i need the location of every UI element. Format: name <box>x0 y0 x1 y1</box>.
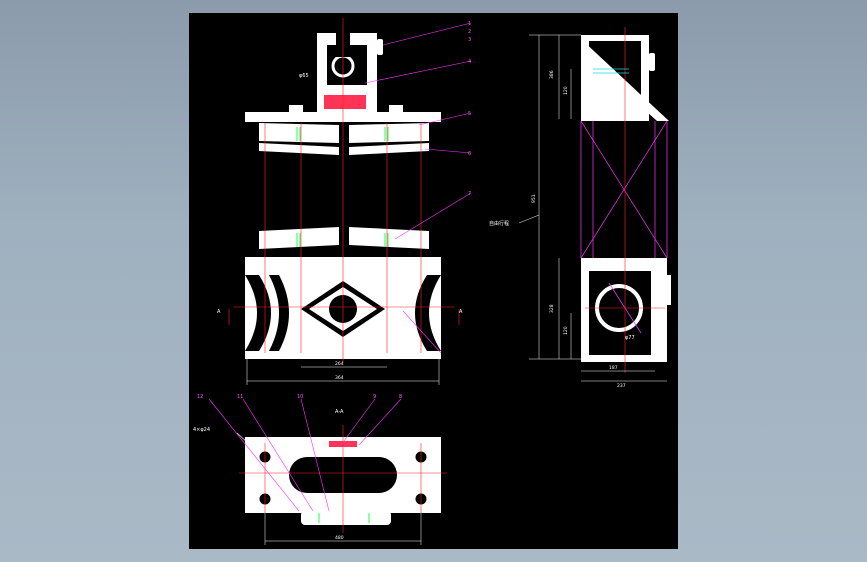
bottom-leaders <box>208 398 402 512</box>
front-bolt-marks <box>296 127 389 247</box>
front-dim-inner: 264 <box>335 361 344 367</box>
part-number-4: 4 <box>468 59 471 65</box>
part-number-7: 7 <box>468 191 471 197</box>
part-number-3: 3 <box>468 37 471 43</box>
side-dim-top-1: 386 <box>549 70 555 79</box>
side-dim-top-2: 120 <box>563 86 569 95</box>
part-number-5: 5 <box>468 111 471 117</box>
side-centerlines <box>585 27 665 373</box>
bottom-bolt-marks <box>318 513 370 523</box>
part-number-1: 1 <box>468 21 471 27</box>
free-stroke-label: 自由行程 <box>489 220 509 227</box>
part-number-10: 10 <box>297 394 303 400</box>
section-mark-left: A <box>217 309 221 315</box>
free-stroke-leader <box>518 214 540 224</box>
side-dim-width-1: 187 <box>609 365 618 371</box>
side-frame-lines <box>580 120 668 334</box>
part-number-11: 11 <box>237 394 243 400</box>
side-dim-bottom-2: 120 <box>563 326 569 335</box>
section-title: A-A <box>335 409 344 415</box>
hole-note: 4×φ24 <box>193 427 210 433</box>
part-number-6: 6 <box>468 151 471 157</box>
side-dim-total: 951 <box>531 194 537 203</box>
bottom-dimensions <box>264 513 422 545</box>
front-dim-outer: 364 <box>335 375 344 381</box>
side-dimensions <box>529 34 667 382</box>
part-number-12: 12 <box>197 394 203 400</box>
bottom-centerlines <box>239 425 447 533</box>
side-dim-bottom-1: 328 <box>549 304 555 313</box>
side-cyan-marks <box>593 68 629 74</box>
side-diameter-label: φ77 <box>625 335 635 341</box>
part-number-2: 2 <box>468 29 471 35</box>
front-leaders <box>364 22 472 354</box>
side-view <box>581 35 671 362</box>
part-number-8: 8 <box>399 394 402 400</box>
side-dim-width-2: 237 <box>617 383 626 389</box>
front-dimensions <box>246 359 440 385</box>
cad-drawing-canvas[interactable]: 1 2 3 4 5 6 7 φ65 264 364 A A <box>189 13 678 549</box>
front-diameter-label: φ65 <box>299 73 309 79</box>
part-number-9: 9 <box>373 394 376 400</box>
cad-drawing: 1 2 3 4 5 6 7 φ65 264 364 A A <box>193 18 671 545</box>
bottom-dim-width: 480 <box>335 535 344 541</box>
front-centerlines <box>228 18 460 363</box>
section-mark-right: A <box>459 309 463 315</box>
